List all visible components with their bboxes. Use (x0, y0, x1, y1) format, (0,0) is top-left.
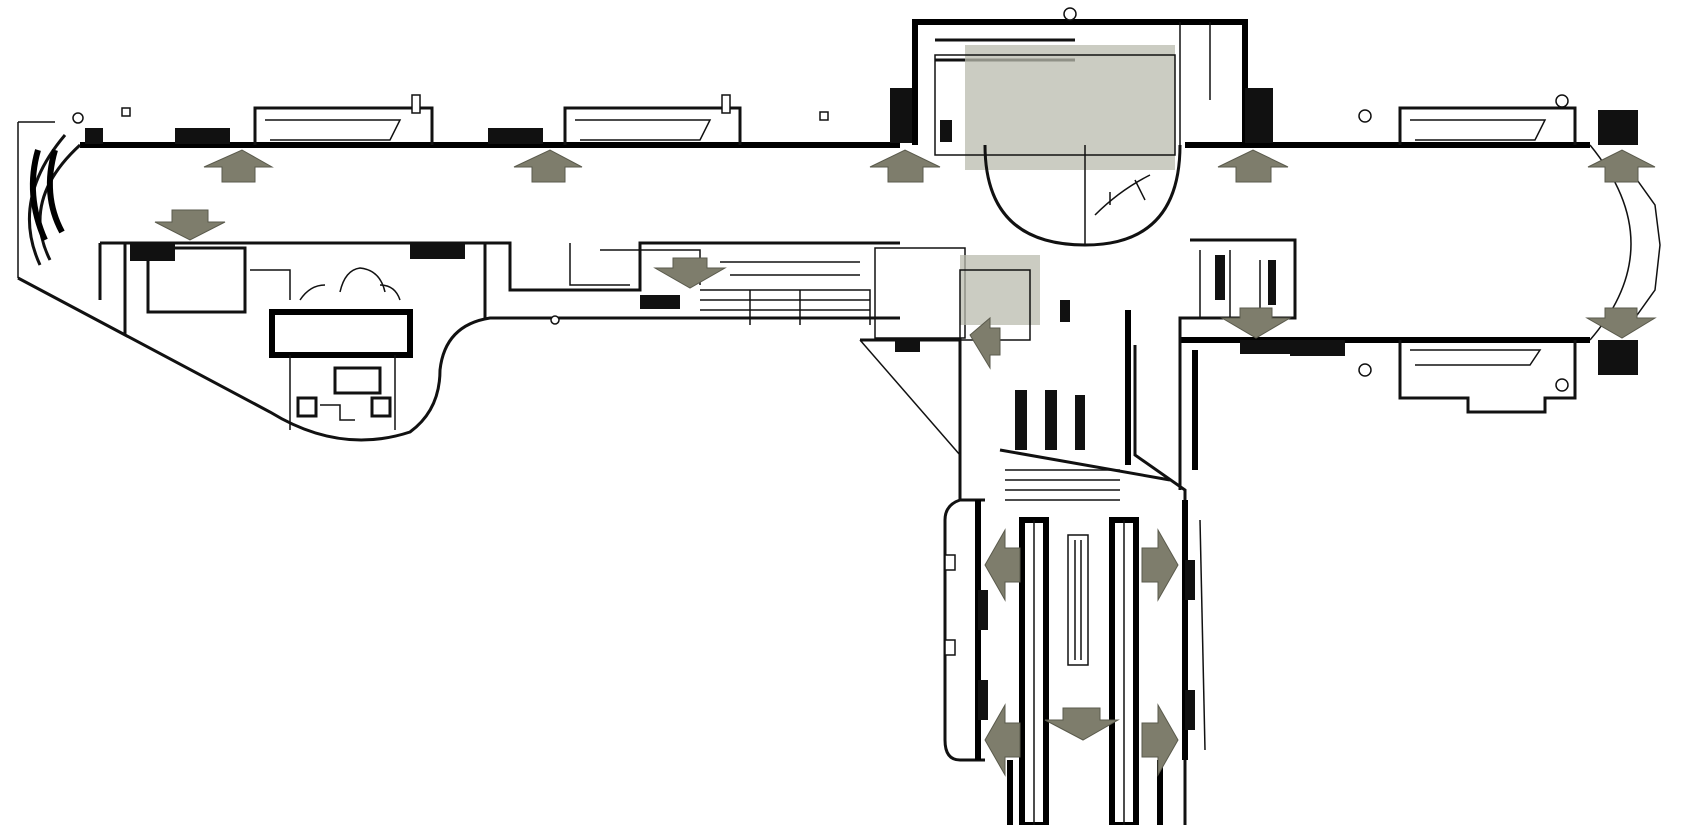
direction-arrows (154, 149, 1657, 777)
south-pier (943, 310, 1206, 825)
arrow-right-icon (1141, 703, 1179, 777)
arrow-down-icon (1585, 307, 1657, 339)
gate-pod-lower-right (1290, 340, 1638, 414)
arrow-up-icon (1587, 149, 1656, 183)
arrow-right-icon (1141, 528, 1179, 602)
left-wing (17, 243, 900, 442)
transition-band (569, 243, 1070, 470)
arrow-left-icon (969, 316, 1001, 370)
main-concourse (17, 121, 1661, 343)
arrow-up-icon (203, 149, 274, 183)
arrow-down-icon (1044, 707, 1120, 741)
arrow-left-icon (984, 703, 1021, 777)
gate-pods-top (85, 94, 1638, 145)
arrow-down-icon (154, 209, 226, 241)
arrow-down-icon (653, 257, 727, 289)
arrow-up-icon (1217, 149, 1289, 183)
right-holdroom-block (1178, 238, 1297, 490)
arrow-down-icon (1220, 307, 1292, 339)
central-hub (890, 7, 1273, 247)
arrow-left-icon (984, 528, 1021, 602)
arrow-up-icon (869, 149, 941, 183)
column-markers (72, 107, 1372, 656)
arrow-up-icon (513, 149, 583, 183)
